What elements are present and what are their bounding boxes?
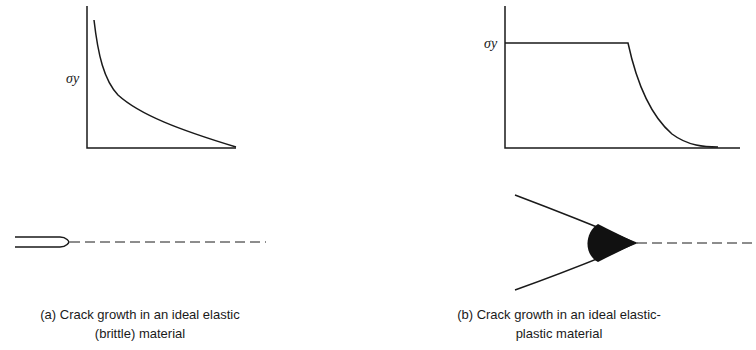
plot-axes — [87, 6, 236, 148]
plastic-zone — [587, 224, 636, 262]
stress-symbol: σy — [66, 72, 79, 86]
plot-axes — [505, 6, 740, 148]
stress-symbol: σy — [484, 37, 497, 51]
panel-caption: (a) Crack growth in an ideal elastic (br… — [28, 305, 252, 343]
stress-curve — [94, 20, 236, 147]
panel-caption: (b) Crack growth in an ideal elastic-pla… — [452, 305, 666, 343]
crack-path — [70, 242, 266, 243]
crack-flanks — [515, 195, 636, 290]
crack-slot — [15, 237, 69, 247]
crack-path — [637, 243, 756, 244]
stress-curve — [505, 43, 718, 147]
